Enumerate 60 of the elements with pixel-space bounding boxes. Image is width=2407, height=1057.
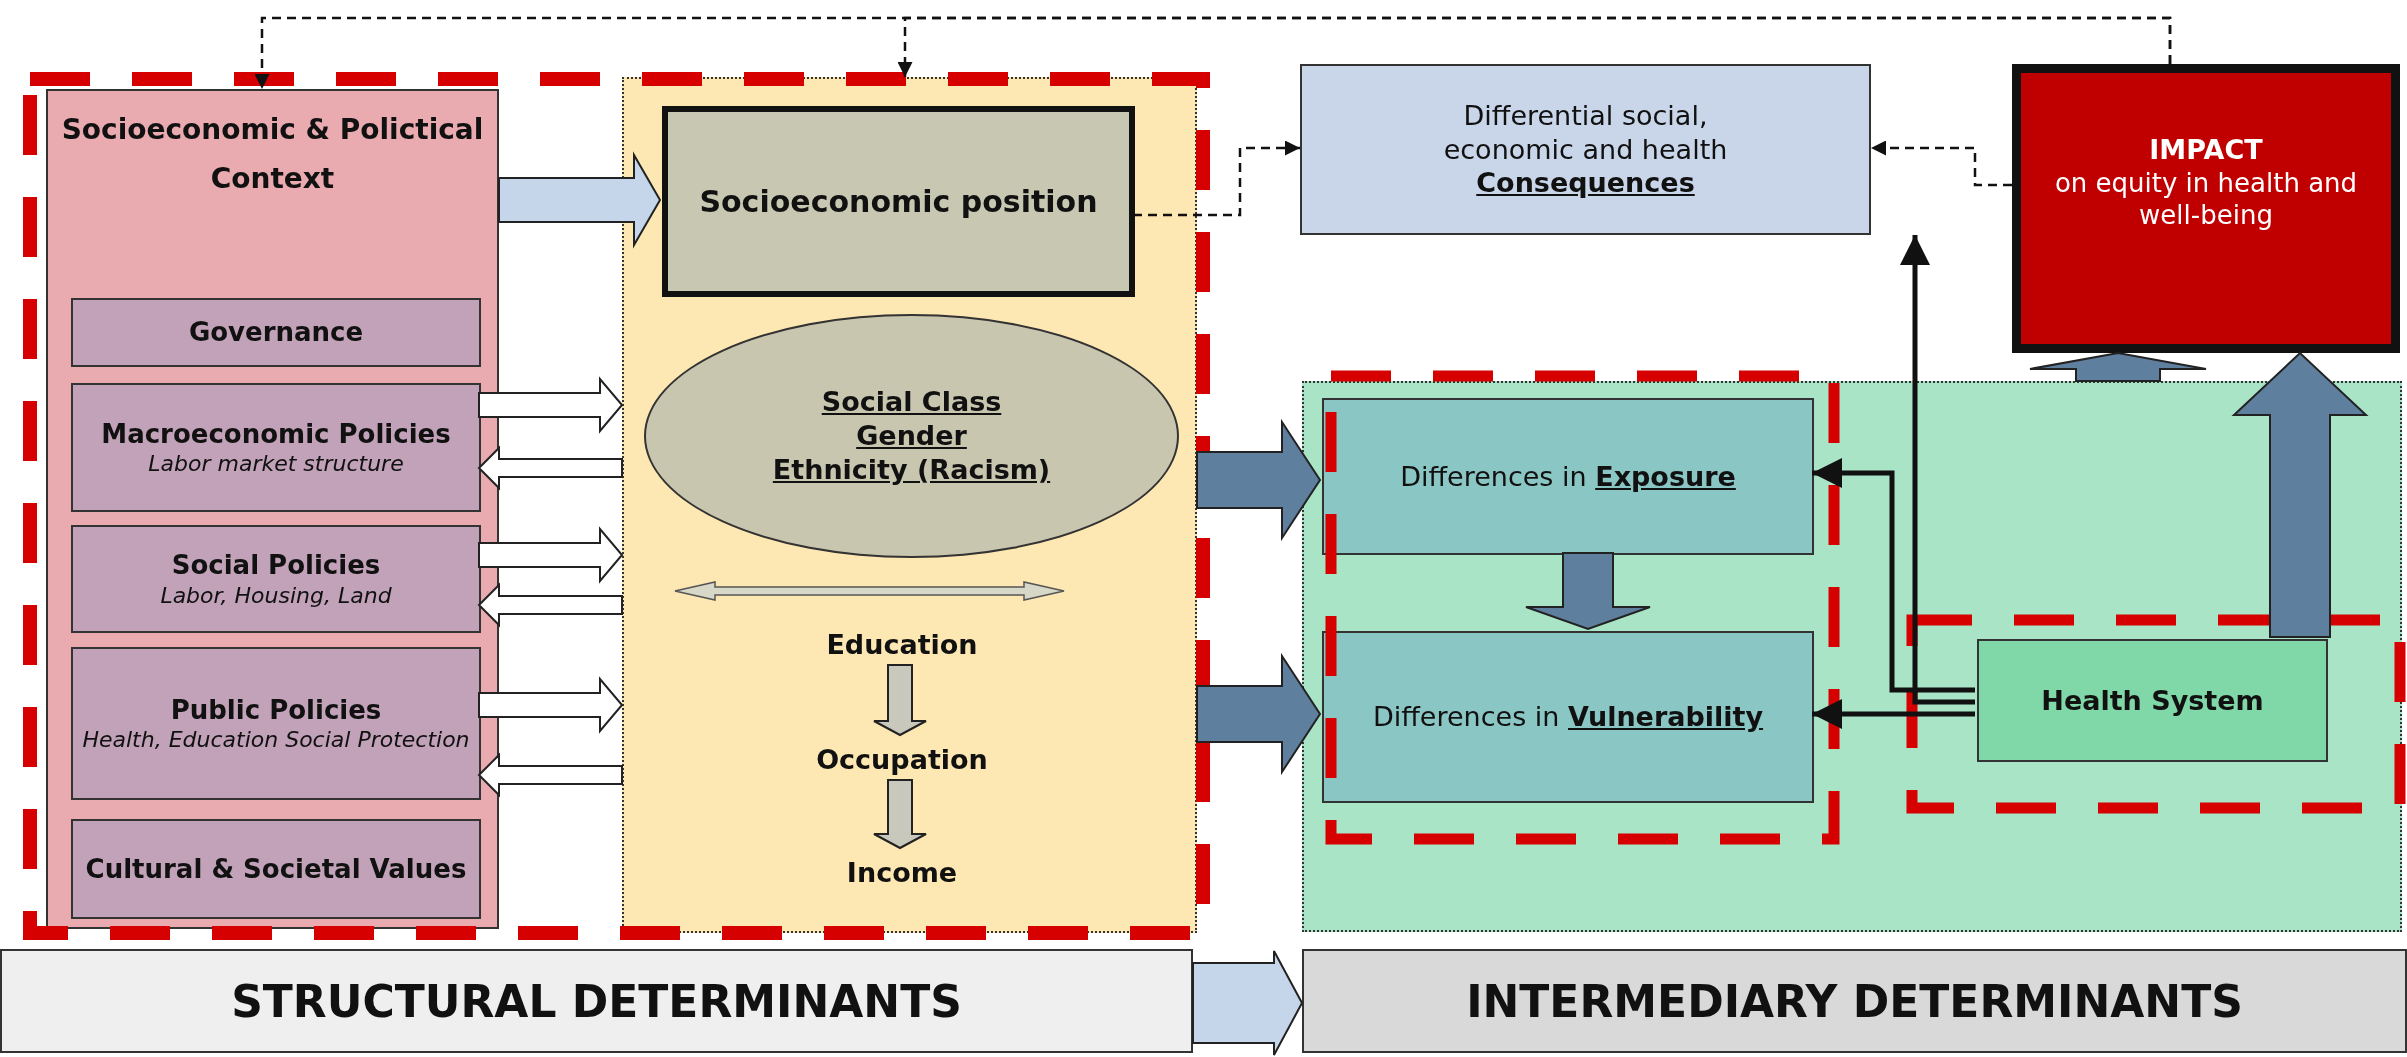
block-arrow (477, 445, 623, 491)
block-arrow (478, 526, 624, 584)
policy-box (71, 383, 481, 512)
dashed-arrow (1133, 140, 1300, 217)
block-arrow (873, 779, 927, 850)
block-arrow (1525, 552, 1651, 631)
dashed-arrow (897, 16, 2172, 77)
consequences-box (1300, 64, 1871, 235)
policy-box (71, 647, 481, 800)
position-label: Socioeconomic position (698, 182, 1099, 221)
vulnerability-label: Differences in Vulnerability (1371, 700, 1765, 734)
health-system-box (1977, 639, 2328, 762)
income-label: Income (845, 855, 959, 890)
block-arrow (2029, 352, 2207, 382)
policy-title: Public Policies (169, 693, 383, 726)
position-box (662, 106, 1135, 297)
block-arrow (1192, 950, 1304, 1056)
intermediary-panel (1302, 381, 2402, 932)
policy-title: Governance (187, 316, 365, 349)
dashed-arrow (1871, 140, 2012, 187)
banner-title: STRUCTURAL DETERMINANTS (230, 974, 963, 1029)
policy-title: Macroeconomic Policies (100, 417, 452, 450)
block-arrow (2231, 351, 2369, 638)
policy-detail: Labor market structure (147, 450, 405, 478)
stratifier-label: Gender (855, 419, 968, 453)
block-arrow (498, 151, 662, 249)
block-arrow (477, 582, 623, 628)
block-arrow (477, 752, 623, 798)
intermediary-banner (1302, 949, 2407, 1053)
vulnerability-box (1322, 631, 1814, 803)
arrow (1900, 235, 1975, 705)
education-label: Education (825, 627, 979, 662)
banner-title: INTERMEDIARY DETERMINANTS (1465, 974, 2244, 1029)
block-arrow (873, 664, 927, 737)
policy-detail: Labor, Housing, Land (159, 581, 393, 609)
block-arrow (478, 676, 624, 734)
policy-detail: Health, Education Social Protection (81, 726, 471, 754)
structural-banner (0, 949, 1193, 1053)
block-arrow (478, 376, 624, 434)
stratifier-label: Social Class (820, 385, 1003, 420)
impact-label: on equity in health and well-being (2053, 166, 2359, 232)
exposure-box (1322, 398, 1814, 555)
policy-title: Social Policies (170, 549, 382, 582)
arrow (1812, 699, 1975, 729)
impact-box (2012, 64, 2400, 353)
block-arrow (1196, 418, 1322, 542)
stratifier-label: Ethnicity (Racism) (771, 452, 1052, 487)
policy-box (71, 298, 481, 367)
policy-box (71, 819, 481, 919)
impact-heading: IMPACT (2148, 133, 2264, 167)
arrow (1812, 458, 1975, 693)
consequences-label: Differential social, economic and health Consequences (1442, 98, 1729, 201)
block-arrow (1196, 652, 1322, 776)
context-heading: Socioeconomic & Polictical Context (60, 112, 485, 197)
policy-title: Cultural & Societal Values (84, 852, 468, 886)
context-panel (46, 89, 499, 929)
occupation-label: Occupation (815, 742, 989, 777)
exposure-label: Differences in Exposure (1399, 459, 1737, 494)
policy-box (71, 525, 481, 633)
health-system-label: Health System (2040, 683, 2265, 718)
